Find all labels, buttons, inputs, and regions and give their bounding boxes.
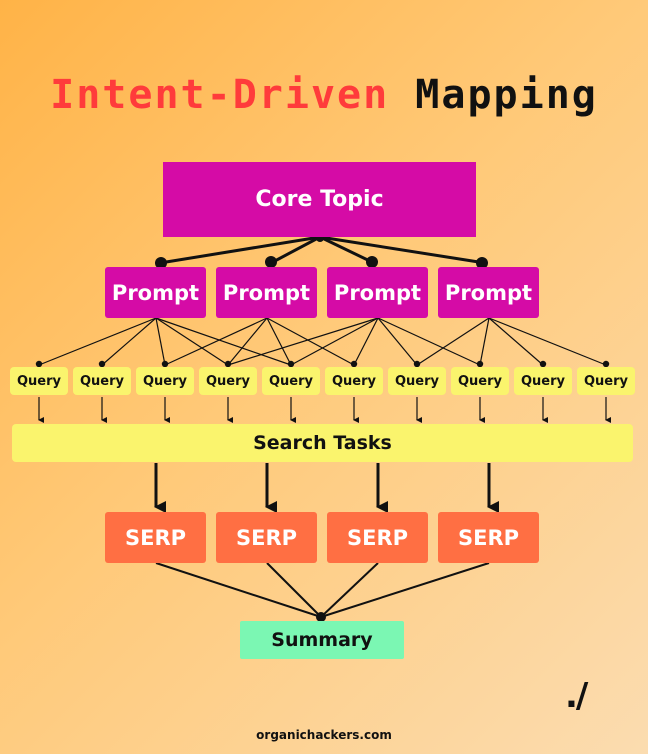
task-to-serp-arrows (154, 463, 499, 513)
title-part-mapping: Mapping (415, 72, 598, 118)
brand-logo: ./ (565, 676, 588, 716)
query-box-6: Query (325, 367, 383, 395)
prompt-junction-dot-4 (476, 257, 488, 269)
serp-box-4: SERP (438, 512, 539, 563)
query-box-4: Query (199, 367, 257, 395)
prompt-1-to-query-3-line (155, 317, 166, 366)
core-to-prompt-line-2 (270, 235, 321, 265)
serp-2-to-summary-line (266, 562, 322, 618)
query-box-3: Query (136, 367, 194, 395)
query-junction-dot-10 (602, 360, 610, 368)
prompt-4-to-query-10-line (488, 317, 607, 366)
query-box-10: Query (577, 367, 635, 395)
prompt-4-to-query-9-line (488, 317, 544, 366)
prompt-junction-dot-1 (155, 257, 167, 269)
query-junction-dot-2 (98, 360, 106, 368)
prompt-to-query-connectors (35, 317, 610, 368)
query-box-9: Query (514, 367, 572, 395)
serp-box-1: SERP (105, 512, 206, 563)
prompt-1-to-query-1-line (38, 317, 157, 366)
prompt-4-to-query-8-line (479, 317, 490, 366)
core-to-prompt-line-1 (159, 235, 321, 265)
prompt-3-to-query-7-line (377, 317, 418, 366)
summary-box: Summary (240, 621, 404, 659)
serp-3-to-summary-line (320, 562, 379, 618)
serp-box-3: SERP (327, 512, 428, 563)
query-box-2: Query (73, 367, 131, 395)
prompt-2-to-query-3-line (164, 317, 268, 366)
query-junction-dot-7 (413, 360, 421, 368)
search-tasks-bar: Search Tasks (12, 424, 633, 462)
prompt-box-2: Prompt (216, 267, 317, 318)
serp-1-to-summary-line (155, 562, 322, 618)
query-box-1: Query (10, 367, 68, 395)
query-junction-dot-6 (350, 360, 358, 368)
query-box-8: Query (451, 367, 509, 395)
prompt-1-to-query-5-line (155, 317, 292, 366)
prompt-3-to-query-6-line (353, 317, 379, 366)
core-topic-box: Core Topic (163, 162, 476, 237)
infographic-title: Intent-Driven Mapping (0, 72, 648, 118)
title-part-intent-driven: Intent-Driven (50, 72, 390, 118)
prompt-2-to-query-6-line (266, 317, 355, 366)
prompt-4-to-query-7-line (416, 317, 490, 366)
core-to-prompt-line-3 (319, 235, 375, 265)
prompt-3-to-query-8-line (377, 317, 481, 366)
query-junction-dot-9 (539, 360, 547, 368)
query-junction-dot-5 (287, 360, 295, 368)
query-box-7: Query (388, 367, 446, 395)
core-to-prompt-line-4 (319, 235, 486, 265)
core-to-prompt-connectors (155, 234, 488, 269)
serp-box-2: SERP (216, 512, 317, 563)
prompt-2-to-query-4-line (227, 317, 268, 366)
serp-to-summary-connectors (155, 562, 490, 622)
prompt-box-4: Prompt (438, 267, 539, 318)
query-box-5: Query (262, 367, 320, 395)
prompt-box-1: Prompt (105, 267, 206, 318)
query-junction-dot-8 (476, 360, 484, 368)
prompt-1-to-query-4-line (155, 317, 229, 366)
query-junction-dot-1 (35, 360, 43, 368)
query-junction-dot-4 (224, 360, 232, 368)
prompt-box-3: Prompt (327, 267, 428, 318)
query-junction-dot-3 (161, 360, 169, 368)
query-to-task-arrows (38, 397, 611, 423)
prompt-3-to-query-5-line (290, 317, 379, 366)
prompt-1-to-query-2-line (101, 317, 157, 366)
serp-4-to-summary-line (320, 562, 490, 618)
footer-url: organichackers.com (256, 728, 392, 742)
summary-junction-dot (316, 612, 326, 622)
prompt-3-to-query-4-line (227, 317, 379, 366)
prompt-2-to-query-5-line (266, 317, 292, 366)
prompt-junction-dot-2 (265, 256, 277, 268)
prompt-junction-dot-3 (366, 256, 378, 268)
